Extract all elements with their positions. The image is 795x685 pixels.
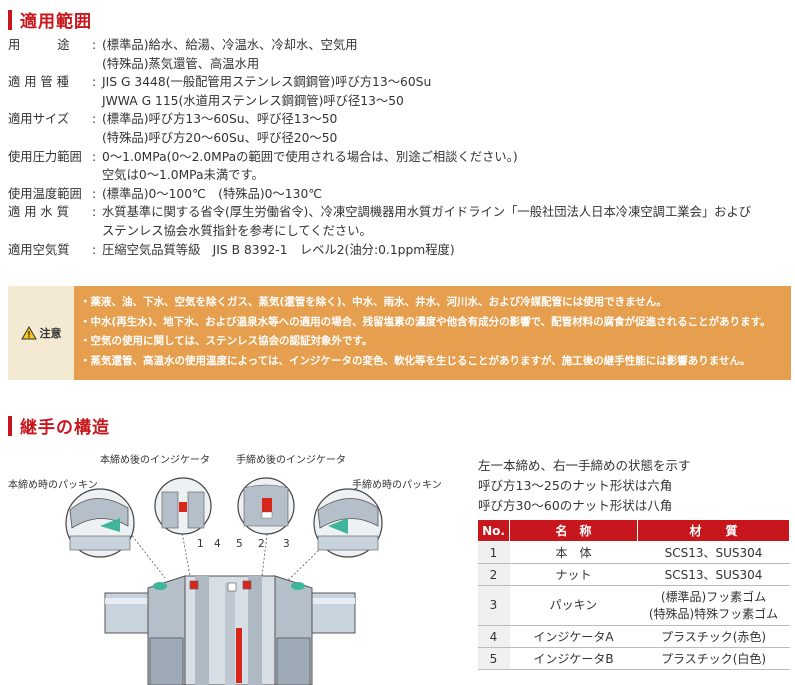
part-material-line: (特殊品)特殊フッ素ゴム bbox=[648, 606, 779, 621]
part-material: (標準品)フッ素ゴム (特殊品)特殊フッ素ゴム bbox=[637, 585, 790, 626]
spec-value: JIS G 3448(一般配管用ステンレス鋼鋼管)呼び方13～60Su bbox=[102, 75, 432, 90]
spec-row-water-quality: 適 用 水 質: 水質基準に関する省令(厚生労働省令)、冷凍空調機器用水質ガイド… bbox=[8, 203, 788, 240]
spec-label: 使用圧力範囲 bbox=[8, 149, 82, 164]
applicability-heading: 適用範囲 bbox=[8, 7, 92, 32]
callout-hand-tightened-indicator: 手締め後のインジケータ bbox=[236, 455, 346, 466]
zoom-hand-packing bbox=[313, 488, 383, 558]
table-row: 2 ナット SCS13、SUS304 bbox=[477, 563, 790, 586]
caution-label: 注意 bbox=[8, 286, 74, 380]
packing bbox=[153, 582, 167, 590]
spec-row-usage: 用 途: (標準品)給水、給湯、冷温水、冷却水、空気用(特殊品)蒸気還管、高温水… bbox=[8, 36, 788, 73]
part-name: ナット bbox=[509, 563, 638, 586]
nut-right bbox=[274, 575, 313, 685]
part-number-label: 4 bbox=[214, 538, 221, 550]
structure-title: 継手の構造 bbox=[20, 418, 110, 438]
callout-main-tightened-indicator: 本締め後のインジケータ bbox=[100, 455, 210, 466]
caution-item: ・中水(再生水)、地下水、および温泉水等への適用の場合、残留塩素の濃度や他含有成… bbox=[80, 315, 771, 328]
caution-item: ・空気の使用に関しては、ステンレス協会の認証対象外です。 bbox=[80, 335, 373, 347]
applicability-title: 適用範囲 bbox=[20, 12, 92, 32]
caution-item: ・薬液、油、下水、空気を除くガス、蒸気(還管を除く)、中水、雨水、井水、河川水、… bbox=[80, 296, 667, 308]
structure-note: 左一本締め、右一手締めの状態を示す bbox=[478, 458, 691, 473]
part-name: インジケータB bbox=[509, 647, 638, 670]
spec-row-air-quality: 適用空気質: 圧縮空気品質等級 JIS B 8392-1 レベル2(油分:0.1… bbox=[8, 241, 788, 260]
spec-value: (標準品)給水、給湯、冷温水、冷却水、空気用 bbox=[102, 38, 358, 52]
spec-label: 適 用 管 種 bbox=[8, 75, 69, 90]
spec-label: 使用温度範囲 bbox=[8, 186, 82, 201]
heading-accent-bar bbox=[8, 415, 12, 436]
fitting-body bbox=[184, 575, 276, 685]
spec-value: 水質基準に関する省令(厚生労働省令)、冷凍空調機器用水質ガイドライン「一般社団法… bbox=[102, 205, 752, 220]
heading-accent-bar bbox=[8, 9, 12, 30]
spec-list: 用 途: (標準品)給水、給湯、冷温水、冷却水、空気用(特殊品)蒸気還管、高温水… bbox=[8, 36, 788, 259]
structure-heading: 継手の構造 bbox=[8, 413, 110, 438]
zoom-main-packing bbox=[65, 488, 135, 558]
fitting-drawing bbox=[65, 477, 383, 685]
part-material: プラスチック(赤色) bbox=[637, 625, 790, 648]
spec-row-pressure: 使用圧力範囲: 0～1.0MPa(0～2.0MPaの範囲で使用される場合は、別途… bbox=[8, 148, 788, 185]
caution-list: ・薬液、油、下水、空気を除くガス、蒸気(還管を除く)、中水、雨水、井水、河川水、… bbox=[74, 286, 791, 380]
caution-item: ・蒸気還管、高温水の使用温度によっては、インジケータの変色、軟化等を生じることが… bbox=[80, 354, 751, 367]
part-name: パッキン bbox=[509, 585, 638, 626]
spec-row-temperature: 使用温度範囲: (標準品)0～100℃ (特殊品)0～130℃ bbox=[8, 185, 788, 204]
warning-icon bbox=[20, 326, 37, 340]
spec-value: ステンレス協会水質指針を参考にしてください。 bbox=[102, 223, 372, 238]
zoom-main-indicator bbox=[154, 477, 212, 535]
indicator-b bbox=[227, 582, 237, 592]
spec-value: JWWA G 115(水道用ステンレス鋼鋼管)呼び径13～50 bbox=[102, 93, 404, 108]
callout-main-packing: 本締め時のパッキン bbox=[8, 480, 98, 491]
table-header-row: No. 名 称 材 質 bbox=[477, 519, 790, 542]
part-no: 3 bbox=[477, 585, 510, 626]
part-number-label: 5 bbox=[236, 538, 243, 550]
spec-value: (特殊品)蒸気還管、高温水用 bbox=[102, 56, 260, 71]
spec-label: 適用サイズ bbox=[8, 112, 70, 127]
part-no: 5 bbox=[477, 647, 510, 670]
fitting-diagram: 本締め後のインジケータ 手締め後のインジケータ 本締め時のパッキン 手締め時のパ… bbox=[0, 448, 465, 685]
structure-notes: 左一本締め、右一手締めの状態を示す 呼び方13～25のナット形状は六角 呼び方3… bbox=[478, 456, 691, 516]
nut-left bbox=[147, 575, 186, 685]
col-header-no: No. bbox=[477, 519, 510, 542]
spec-value: (標準品)呼び方13～60Su、呼び径13～50 bbox=[102, 112, 338, 127]
caution-box: 注意 ・薬液、油、下水、空気を除くガス、蒸気(還管を除く)、中水、雨水、井水、河… bbox=[8, 286, 791, 380]
part-number-label: 3 bbox=[283, 538, 290, 550]
part-number-label: 1 bbox=[197, 538, 204, 550]
spec-label: 適 用 水 質 bbox=[8, 205, 69, 220]
part-no: 1 bbox=[477, 541, 510, 564]
spec-value: 0～1.0MPa(0～2.0MPaの範囲で使用される場合は、別途ご相談ください。… bbox=[102, 149, 518, 164]
part-material: SCS13、SUS304 bbox=[637, 541, 790, 564]
structure-note: 呼び方13～25のナット形状は六角 bbox=[478, 478, 673, 493]
spec-row-pipe-type: 適 用 管 種: JIS G 3448(一般配管用ステンレス鋼鋼管)呼び方13～… bbox=[8, 73, 788, 110]
spec-value: 空気は0～1.0MPa未満です。 bbox=[102, 168, 264, 183]
part-material-line: (標準品)フッ素ゴム bbox=[660, 589, 767, 604]
part-name: インジケータA bbox=[509, 625, 638, 648]
table-row: 4 インジケータA プラスチック(赤色) bbox=[477, 625, 790, 648]
spec-value: (標準品)0～100℃ (特殊品)0～130℃ bbox=[102, 186, 323, 201]
part-material: SCS13、SUS304 bbox=[637, 563, 790, 586]
spec-label: 適用空気質 bbox=[8, 242, 70, 257]
col-header-name: 名 称 bbox=[509, 519, 638, 542]
spec-value: 圧縮空気品質等級 JIS B 8392-1 レベル2(油分:0.1ppm程度) bbox=[102, 242, 455, 257]
callout-hand-packing: 手締め時のパッキン bbox=[352, 480, 442, 491]
indicator-a bbox=[242, 580, 252, 590]
structure-note: 呼び方30～60のナット形状は八角 bbox=[478, 498, 673, 513]
part-no: 2 bbox=[477, 563, 510, 586]
table-row: 1 本 体 SCS13、SUS304 bbox=[477, 541, 790, 564]
table-row: 3 パッキン (標準品)フッ素ゴム (特殊品)特殊フッ素ゴム bbox=[477, 585, 790, 626]
table-row: 5 インジケータB プラスチック(白色) bbox=[477, 647, 790, 670]
part-name: 本 体 bbox=[509, 541, 638, 564]
parts-table: No. 名 称 材 質 1 本 体 SCS13、SUS304 2 ナット SCS… bbox=[477, 519, 790, 670]
part-material: プラスチック(白色) bbox=[637, 647, 790, 670]
part-number-label: 2 bbox=[258, 538, 265, 550]
indicator-a-strip bbox=[236, 628, 242, 683]
spec-row-size: 適用サイズ: (標準品)呼び方13～60Su、呼び径13～50(特殊品)呼び方2… bbox=[8, 110, 788, 147]
indicator-a bbox=[189, 580, 199, 590]
spec-label: 用 途 bbox=[8, 38, 70, 52]
packing bbox=[291, 582, 305, 590]
caution-label-text: 注意 bbox=[39, 327, 62, 340]
spec-value: (特殊品)呼び方20～60Su、呼び径20～50 bbox=[102, 130, 338, 145]
zoom-hand-indicator bbox=[237, 477, 295, 535]
part-no: 4 bbox=[477, 625, 510, 648]
col-header-material: 材 質 bbox=[637, 519, 790, 542]
